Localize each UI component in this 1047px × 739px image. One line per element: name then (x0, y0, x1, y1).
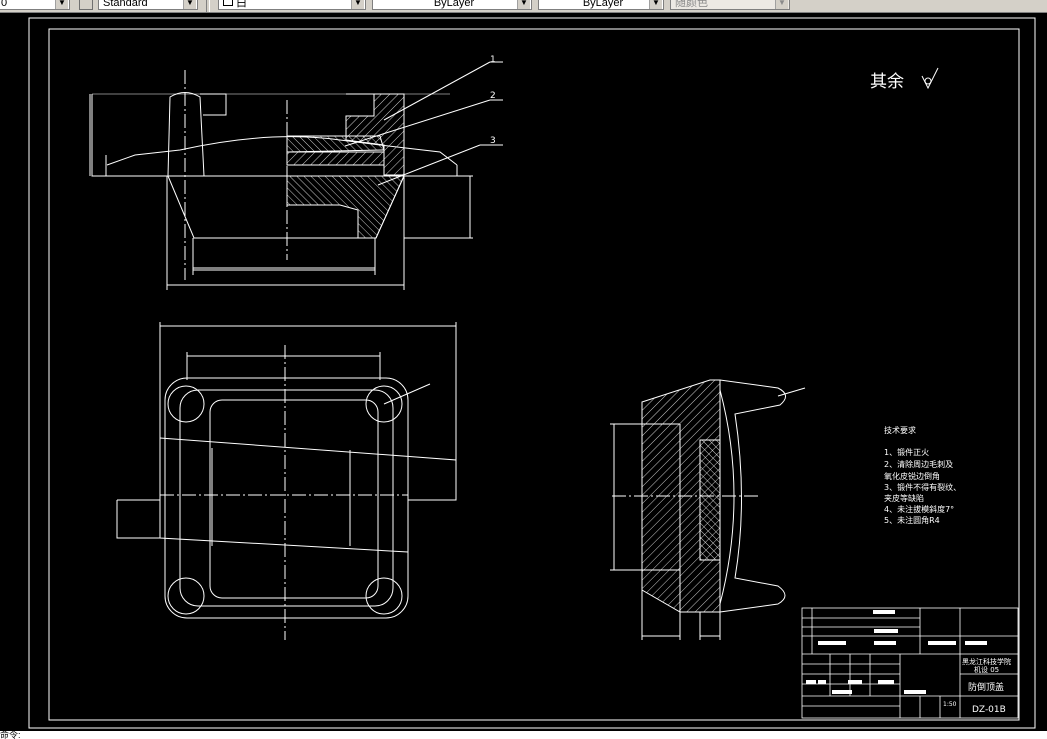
title-block-class: 机设 05 (974, 665, 999, 674)
title-block-part-name: 防倒顶盖 (968, 681, 1004, 693)
toolbar-separator (206, 0, 210, 12)
roughness-note: 其余 (870, 72, 904, 92)
part-number-2: 2 (490, 91, 496, 101)
text-style-dropdown[interactable]: Standard ▼ (98, 0, 198, 10)
tech-req-item-5: 夹皮等缺陷 (884, 493, 924, 503)
chevron-down-icon: ▼ (517, 0, 530, 9)
properties-toolbar: 0 ▼ Standard ▼ 白 ▼ ByLayer ▼ ByLayer ▼ 随… (0, 0, 1047, 13)
color-dropdown[interactable]: 白 ▼ (218, 0, 366, 10)
title-block-drawing-no: DZ-01B (972, 705, 1006, 715)
chevron-down-icon: ▼ (55, 0, 68, 9)
title-block-school: 黑龙江科技学院 (962, 657, 1011, 666)
layer-value: 0 (1, 0, 8, 9)
part-number-3: 3 (490, 136, 496, 146)
plot-style-value: 随颜色 (675, 0, 708, 9)
outer-frame (28, 17, 1036, 729)
roughness-circle (924, 77, 932, 85)
plot-style-dropdown[interactable]: 随颜色 ▼ (670, 0, 790, 10)
tech-req-item-4: 3、锻件不得有裂纹、 (884, 482, 961, 492)
side-section-view (610, 379, 806, 640)
color-value: 白 (236, 0, 247, 9)
roughness-symbol-icon (921, 67, 939, 90)
text-style-icon[interactable] (79, 0, 93, 10)
linetype-dropdown[interactable]: ByLayer ▼ (372, 0, 532, 10)
chevron-down-icon: ▼ (183, 0, 196, 9)
tech-req-item-3: 氧化皮锐边倒角 (884, 471, 940, 481)
chevron-down-icon: ▼ (351, 0, 364, 9)
text-style-value: Standard (103, 0, 148, 9)
command-prompt: 命令: (0, 731, 21, 739)
tech-req-item-7: 5、未注圆角R4 (884, 515, 940, 525)
title-block-smudges (806, 610, 987, 694)
lineweight-value: ByLayer (582, 0, 624, 9)
tech-req-item-1: 1、锻件正火 (884, 447, 929, 457)
tech-req-item-6: 4、未注拔模斜度7° (884, 504, 954, 514)
lineweight-dropdown[interactable]: ByLayer ▼ (538, 0, 664, 10)
linetype-value: ByLayer (433, 0, 475, 9)
plan-view (116, 322, 457, 640)
inner-frame (48, 28, 1020, 721)
tech-req-title: 技术要求 (884, 425, 916, 435)
title-block (801, 607, 1019, 719)
drawing-canvas[interactable]: 其余 1 2 3 技术要求 1、锻件正火 2、清除周边毛刺及 氧化皮锐边倒角 3… (0, 12, 1047, 731)
command-line[interactable]: 命令: (0, 731, 1047, 739)
layer-dropdown[interactable]: 0 ▼ (0, 0, 70, 10)
chevron-down-icon: ▼ (649, 0, 662, 9)
title-block-scale: 1:50 (943, 701, 957, 708)
front-section-view (89, 61, 503, 290)
chevron-down-icon: ▼ (775, 0, 788, 9)
tech-req-item-2: 2、清除周边毛刺及 (884, 459, 953, 469)
color-swatch-icon (223, 0, 233, 6)
part-number-1: 1 (490, 55, 496, 65)
